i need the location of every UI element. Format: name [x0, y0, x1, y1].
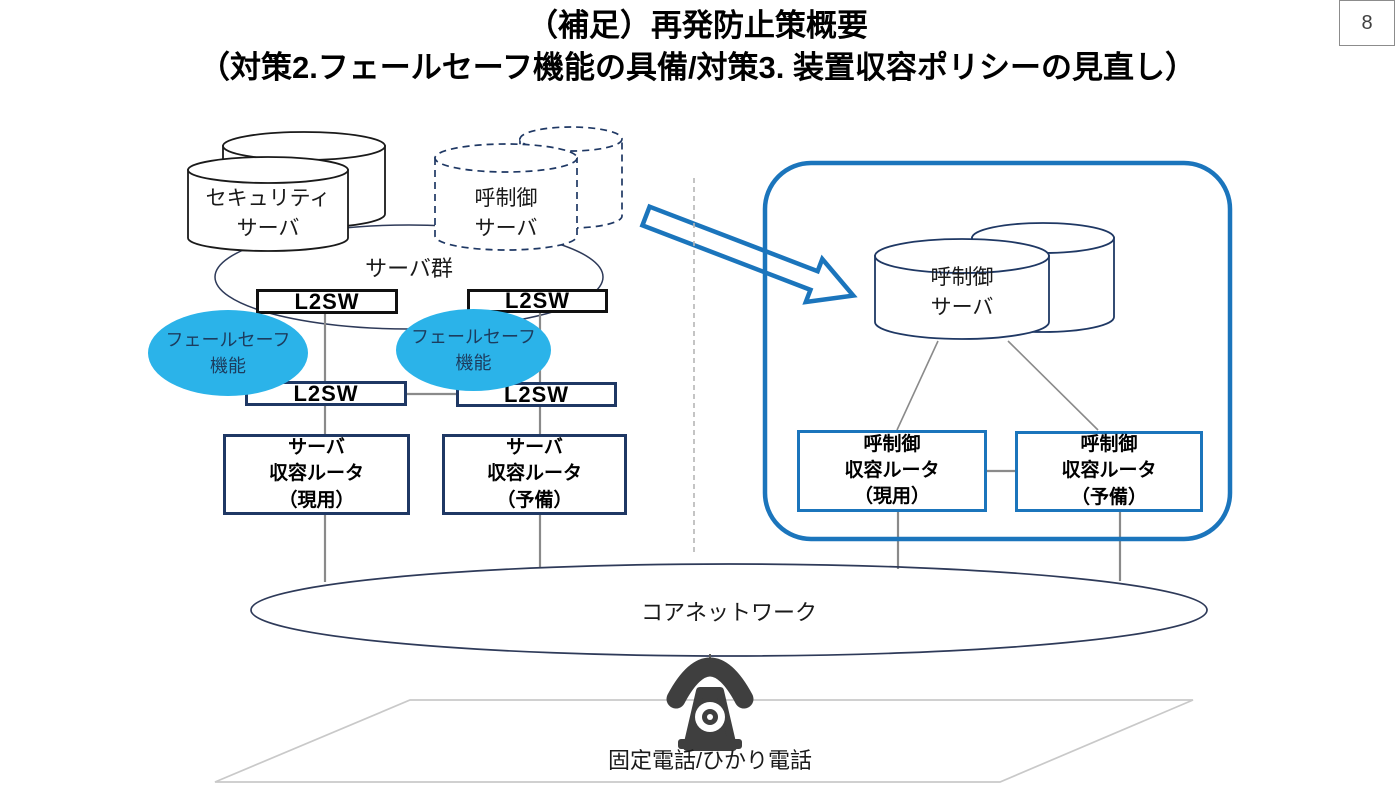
core-network-ellipse: [250, 563, 1208, 657]
access-network-parallelogram: [214, 699, 1194, 783]
phone-icon: [666, 657, 754, 751]
call-control-server-cylinders-right: [874, 222, 1115, 340]
title-line-2: （対策2.フェールセーフ機能の具備/対策3. 装置収容ポリシーの見直し）: [198, 49, 1197, 85]
page-number: 8: [1339, 0, 1395, 46]
security-server-cylinders: [187, 131, 386, 252]
failsafe-badge-right: フェールセーフ 機能: [396, 309, 551, 391]
transition-arrow: [639, 203, 858, 305]
l2sw-top-left: L2SW: [256, 289, 398, 314]
slide-title: （補足）再発防止策概要 （対策2.フェールセーフ機能の具備/対策3. 装置収容ポ…: [0, 5, 1395, 89]
call-control-router-standby-box: 呼制御 収容ルータ （予備）: [1015, 431, 1203, 512]
new-policy-rounded-box: [762, 160, 1233, 542]
failsafe-badge-left: フェールセーフ 機能: [148, 310, 308, 396]
title-line-1: （補足）再発防止策概要: [527, 8, 868, 43]
l2sw-top-right: L2SW: [467, 288, 608, 313]
call-control-server-dashed-cylinders: [434, 126, 623, 251]
server-router-standby-box: サーバ 収容ルータ （予備）: [442, 434, 627, 515]
call-control-router-active-box: 呼制御 収容ルータ （現用）: [797, 430, 987, 512]
server-router-active-box: サーバ 収容ルータ （現用）: [223, 434, 410, 515]
